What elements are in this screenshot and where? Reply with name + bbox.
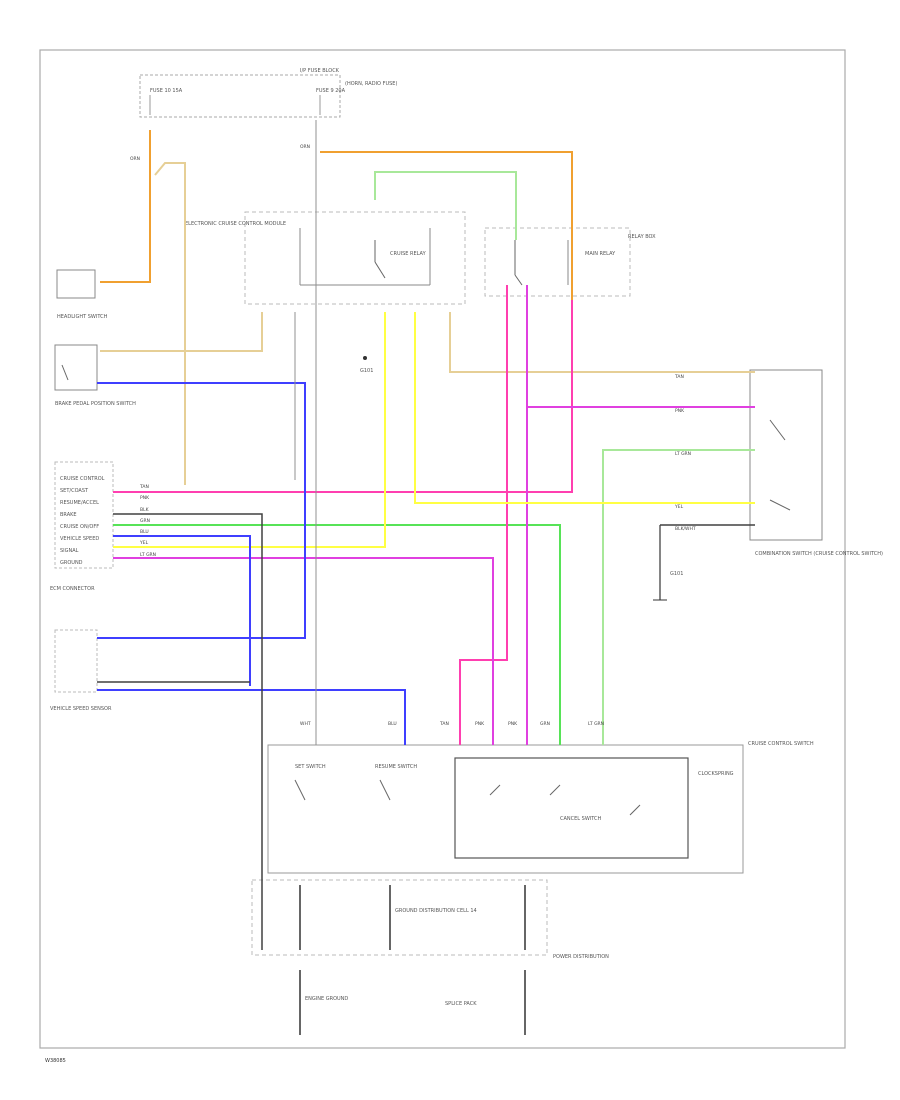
wire-tan — [100, 162, 755, 485]
resume-switch-label: RESUME SWITCH — [375, 764, 417, 770]
fuse-block: I/P FUSE BLOCK FUSE 10 15A FUSE 9 20A (H… — [139, 68, 397, 118]
pin-6: SIGNAL — [60, 548, 79, 554]
combination-switch-label: COMBINATION SWITCH (CRUISE CONTROL SWITC… — [755, 551, 883, 557]
wire-grey — [294, 120, 317, 745]
wire-label-blkwht-r: BLK/WHT — [675, 526, 696, 532]
wire-label-grn: GRN — [140, 518, 150, 524]
wire-label-tan-r: TAN — [674, 374, 684, 380]
ecm-connector-label: ECM CONNECTOR — [50, 586, 95, 592]
wire-label-pnk-b: PNK — [475, 721, 485, 727]
wire-orange — [100, 130, 573, 300]
wire-yellow — [113, 312, 755, 548]
control-module: ELECTRONIC CRUISE CONTROL MODULE CRUISE … — [185, 211, 466, 305]
headlight-switch-label: HEADLIGHT SWITCH — [57, 314, 108, 320]
wire-label-ltgrn: LT GRN — [140, 552, 156, 558]
wire-magenta — [113, 285, 755, 745]
pin-5: VEHICLE SPEED — [60, 536, 99, 542]
pin-0: CRUISE CONTROL — [60, 476, 105, 482]
cruise-switch-assy: CRUISE CONTROL SWITCH CLOCKSPRING SET SW… — [267, 741, 814, 874]
ground-symbol: G101 G101 — [360, 356, 683, 601]
wire-label-tan: TAN — [139, 484, 149, 490]
wire-label-ltgrn-b: LT GRN — [588, 721, 604, 727]
pin-3: BRAKE — [60, 512, 77, 518]
main-relay-label: MAIN RELAY — [585, 251, 616, 257]
splice-pack-label: SPLICE PACK — [445, 1001, 477, 1007]
wire-label-tan-b: TAN — [439, 721, 449, 727]
relay-box-label: RELAY BOX — [628, 234, 656, 240]
fuse-b-label: FUSE 9 20A — [316, 88, 346, 94]
ecm-connector: ECM CONNECTOR CRUISE CONTROL SET/COAST R… — [50, 461, 114, 592]
ground-note-label: G101 — [670, 571, 683, 577]
gnd-label: G101 — [360, 368, 373, 374]
diagram-border — [39, 49, 846, 1049]
wire-label-blu-b: BLU — [388, 721, 397, 727]
wire-lt-green — [374, 171, 755, 745]
wire-label-grn-b: GRN — [540, 721, 550, 727]
wire-blue — [97, 382, 406, 745]
fuse-a-label: FUSE 10 15A — [150, 88, 183, 94]
wire-label-yel: YEL — [139, 540, 149, 546]
wire-label-pnk: PNK — [140, 495, 150, 501]
brake-switch-label: BRAKE PEDAL POSITION SWITCH — [55, 401, 136, 407]
wire-label-pnk-r: PNK — [675, 408, 685, 414]
wire-pink — [113, 285, 573, 745]
headlight-switch: HEADLIGHT SWITCH — [56, 269, 108, 320]
set-switch-label: SET SWITCH — [295, 764, 326, 770]
ground-b-label: POWER DISTRIBUTION — [553, 954, 609, 960]
wire-label-yel-r: YEL — [674, 504, 684, 510]
cancel-switch-label: CANCEL SWITCH — [560, 816, 602, 822]
wire-label-blk: BLK — [140, 507, 150, 513]
wire-label-blu: BLU — [140, 529, 149, 535]
ground-a-label: GROUND DISTRIBUTION CELL 14 — [395, 908, 477, 914]
wire-label-wht-b: WHT — [300, 721, 311, 727]
wire-label-orn-2: ORN — [300, 144, 310, 150]
wire-black — [97, 513, 755, 950]
combination-switch: COMBINATION SWITCH (CRUISE CONTROL SWITC… — [749, 369, 883, 557]
control-module-label: ELECTRONIC CRUISE CONTROL MODULE — [185, 221, 286, 227]
ground-c-label: ENGINE GROUND — [305, 996, 348, 1002]
ground-distribution: GROUND DISTRIBUTION CELL 14 POWER DISTRI… — [251, 879, 609, 1035]
pin-4: CRUISE ON/OFF — [60, 524, 99, 530]
wire-label-ltgrn-r: LT GRN — [675, 451, 691, 457]
vss-label: VEHICLE SPEED SENSOR — [50, 706, 112, 712]
vehicle-speed-sensor: VEHICLE SPEED SENSOR — [50, 629, 112, 712]
pin-1: SET/COAST — [60, 488, 89, 494]
cruise-switch-label: CRUISE CONTROL SWITCH — [748, 741, 814, 747]
pin-2: RESUME/ACCEL — [60, 500, 99, 506]
clockspring-label: CLOCKSPRING — [698, 771, 734, 777]
relay-box: RELAY BOX MAIN RELAY — [484, 227, 656, 297]
fuse-block-label: I/P FUSE BLOCK — [300, 68, 340, 74]
cruise-relay-label: CRUISE RELAY — [390, 251, 427, 257]
brake-switch: BRAKE PEDAL POSITION SWITCH — [54, 344, 136, 407]
wire-label-pnk-b2: PNK — [508, 721, 518, 727]
figure-id: W38085 — [45, 1058, 66, 1064]
fuse-note: (HORN, RADIO FUSE) — [345, 81, 397, 87]
wire-label-orn: ORN — [130, 156, 140, 162]
pin-7: GROUND — [60, 560, 83, 566]
